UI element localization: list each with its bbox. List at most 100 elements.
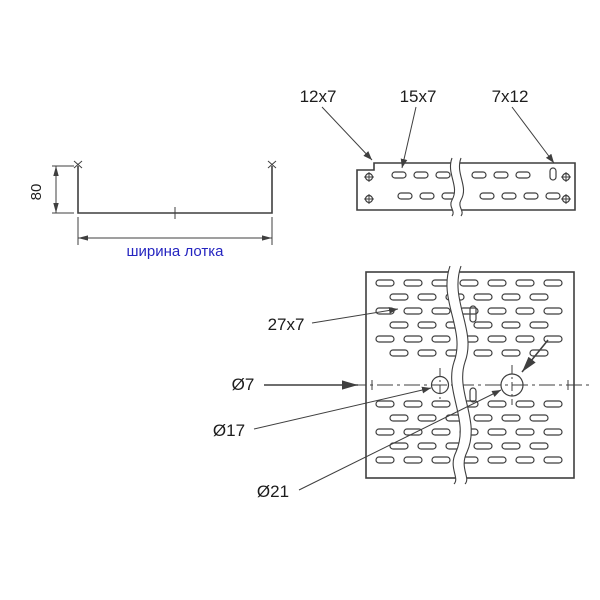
- perforation-slot: [515, 428, 535, 436]
- leader-27x7: [311, 307, 399, 324]
- perforation-slot: [375, 456, 395, 464]
- perforation-slot: [417, 442, 437, 450]
- perforation-slot: [469, 305, 477, 323]
- callout-12x7: 12x7: [300, 87, 337, 106]
- height-dimension: 80: [28, 165, 74, 214]
- perforation-slot: [543, 400, 563, 408]
- perforation-slot: [473, 442, 493, 450]
- perforation-slot: [419, 192, 435, 200]
- perforation-slot: [529, 293, 549, 301]
- plan-view-outline: [365, 271, 575, 479]
- perforation-slot: [501, 293, 521, 301]
- callout-15x7: 15x7: [400, 87, 437, 106]
- perforation-slot: [529, 442, 549, 450]
- perforation-slot: [431, 307, 451, 315]
- perforation-slot: [435, 171, 451, 179]
- perforation-slot: [431, 456, 451, 464]
- width-dimension: ширина лотка: [77, 217, 273, 260]
- perforation-slot: [431, 335, 451, 343]
- perforation-slot: [543, 335, 563, 343]
- perforation-slot: [403, 400, 423, 408]
- edge-mark-right: [267, 160, 277, 169]
- perforation-slot: [417, 293, 437, 301]
- callout-7x12: 7x12: [492, 87, 529, 106]
- perforation-slot: [375, 335, 395, 343]
- perforation-slot: [543, 279, 563, 287]
- perforation-slot: [375, 400, 395, 408]
- perforation-slot: [487, 456, 507, 464]
- height-dimension-label: 80: [28, 184, 45, 201]
- perforation-slot: [515, 456, 535, 464]
- perforation-slot: [493, 171, 509, 179]
- callout-27x7: 27x7: [268, 315, 305, 334]
- perforation-slot: [529, 321, 549, 329]
- perforation-slot: [545, 192, 561, 200]
- plan-view: 27x7 Ø7 Ø17 Ø21: [213, 265, 590, 501]
- perforation-slot: [479, 192, 495, 200]
- perforation-slot: [543, 456, 563, 464]
- perforation-slot: [473, 321, 493, 329]
- perforation-slot: [403, 456, 423, 464]
- perforation-slot: [389, 349, 409, 357]
- side-vertical-slot: [549, 167, 557, 181]
- perforation-slot: [515, 335, 535, 343]
- leader-12x7: [321, 106, 373, 161]
- perforation-slot: [501, 192, 517, 200]
- perforation-slot: [515, 307, 535, 315]
- perforation-slot: [473, 293, 493, 301]
- perforation-slot: [487, 400, 507, 408]
- perforation-slot: [459, 279, 479, 287]
- perforation-slot: [391, 171, 407, 179]
- cross-section-view: 80 ширина лотка: [28, 160, 277, 260]
- leader-dia17: [253, 386, 432, 430]
- perforation-slot: [543, 307, 563, 315]
- side-view: 12x7 15x7 7x12: [300, 87, 576, 217]
- perforation-slot: [543, 428, 563, 436]
- perforation-slot: [397, 192, 413, 200]
- perforation-slot: [389, 293, 409, 301]
- perforation-slot: [417, 349, 437, 357]
- perforation-slot: [389, 442, 409, 450]
- perforation-slot: [515, 279, 535, 287]
- perforation-slot: [471, 171, 487, 179]
- perforation-slot: [473, 414, 493, 422]
- perforation-slot: [469, 387, 477, 403]
- perforation-slot: [417, 321, 437, 329]
- perforation-slot: [431, 400, 451, 408]
- hole-dia21: [500, 373, 524, 397]
- perforation-slot: [375, 428, 395, 436]
- perforation-slot: [417, 414, 437, 422]
- perforation-slot: [523, 192, 539, 200]
- perforation-slot: [403, 279, 423, 287]
- side-view-outline: [356, 162, 576, 211]
- perforation-slot: [413, 171, 429, 179]
- channel-profile: [77, 166, 273, 214]
- edge-mark-left: [73, 160, 83, 169]
- perforation-slot: [487, 279, 507, 287]
- perforation-slot: [431, 428, 451, 436]
- side-view-end-holes: [364, 167, 571, 204]
- leader-7x12: [511, 106, 555, 164]
- perforation-slot: [473, 349, 493, 357]
- perforation-slot: [501, 321, 521, 329]
- perforation-slot: [403, 335, 423, 343]
- perforation-slot: [389, 414, 409, 422]
- callout-dia7: Ø7: [232, 375, 255, 394]
- perforation-slot: [403, 428, 423, 436]
- perforation-slot: [515, 171, 531, 179]
- side-view-slots: [391, 171, 561, 200]
- callout-dia21: Ø21: [257, 482, 289, 501]
- perforation-slot: [487, 335, 507, 343]
- perforation-slot: [515, 400, 535, 408]
- perforation-slot: [501, 414, 521, 422]
- perforation-slot: [487, 428, 507, 436]
- perforation-slot: [501, 442, 521, 450]
- perforation-slot: [403, 307, 423, 315]
- pointer-to-hole21: [521, 339, 549, 373]
- perforation-slot: [375, 279, 395, 287]
- leader-15x7: [400, 106, 417, 169]
- perforation-slot: [529, 414, 549, 422]
- width-dimension-label: ширина лотка: [127, 243, 225, 260]
